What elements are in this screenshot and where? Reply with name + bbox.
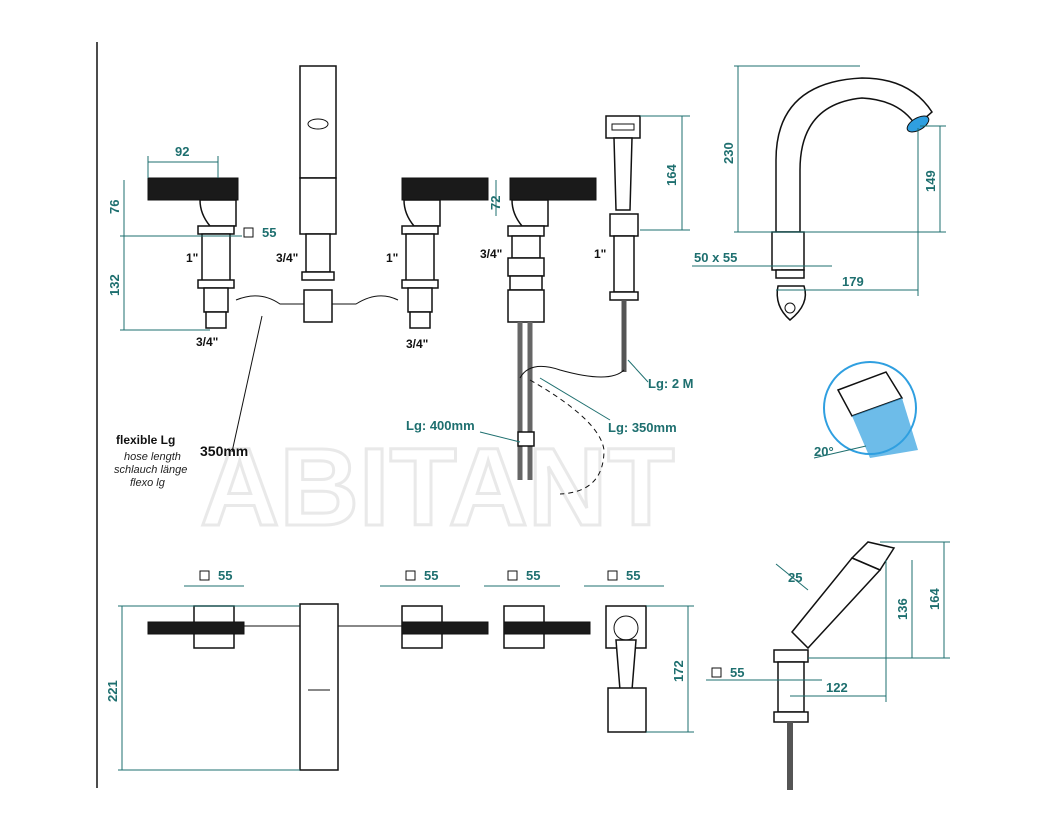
top-dim-55-2: 55 xyxy=(424,568,438,583)
dim-350mm: 350mm xyxy=(200,443,248,459)
dim-50x55: 50 x 55 xyxy=(694,250,737,265)
top-dim-55-1: 55 xyxy=(218,568,232,583)
front-view: 92 76 132 55 1" 3/4" 3/4" 1" 3/4" xyxy=(107,65,489,351)
dim-55-side: 55 xyxy=(730,665,744,680)
dim-132: 132 xyxy=(107,274,122,296)
thread-34-center: 3/4" xyxy=(276,251,298,265)
dim-164-front: 164 xyxy=(664,164,679,186)
dim-230: 230 xyxy=(721,142,736,164)
label-lg-350: Lg: 350mm xyxy=(608,420,677,435)
angle-20: 20° xyxy=(814,444,834,459)
top-dim-55-4: 55 xyxy=(626,568,640,583)
center-spout xyxy=(299,65,337,179)
dim-149: 149 xyxy=(923,170,938,192)
hose-note-title: flexible Lg xyxy=(116,433,175,447)
thread-34-right: 3/4" xyxy=(406,337,428,351)
spout-side-view: 230 149 50 x 55 179 xyxy=(692,65,946,321)
top-dim-55-3: 55 xyxy=(526,568,540,583)
dim-136: 136 xyxy=(895,598,910,620)
thread-34-mixer: 3/4" xyxy=(480,247,502,261)
hose-note-line3: flexo lg xyxy=(130,477,166,489)
hose-note-line2: schlauch länge xyxy=(114,464,187,476)
thread-1-left: 1" xyxy=(186,251,198,265)
top-view: 55 55 55 55 221 172 xyxy=(105,568,694,771)
left-handle xyxy=(147,177,239,201)
dim-diameter-25: 25 xyxy=(788,570,802,585)
hose-note-line1: hose length xyxy=(124,451,181,463)
hose-note: flexible Lg 350mm hose length schlauch l… xyxy=(114,315,263,489)
label-lg-2m: Lg: 2 M xyxy=(648,376,694,391)
label-lg-400: Lg: 400mm xyxy=(406,418,475,433)
dim-55-front: 55 xyxy=(262,225,276,240)
dim-179: 179 xyxy=(842,274,864,289)
thread-34-left: 3/4" xyxy=(196,335,218,349)
thread-1-right: 1" xyxy=(386,251,398,265)
right-handle xyxy=(401,177,489,201)
dim-164-side: 164 xyxy=(927,588,942,610)
shower-front-view: 72 3/4" 164 1" Lg: 2 M Lg: 350mm Lg: 400… xyxy=(406,115,694,495)
dim-172: 172 xyxy=(671,660,686,682)
dim-92: 92 xyxy=(175,144,189,159)
watermark: ABITANT xyxy=(200,426,675,549)
dim-72: 72 xyxy=(488,196,503,210)
dim-76: 76 xyxy=(107,200,122,214)
dim-122: 122 xyxy=(826,680,848,695)
thread-1-shower: 1" xyxy=(594,247,606,261)
aerator-detail: 20° xyxy=(813,361,918,459)
dim-221: 221 xyxy=(105,680,120,702)
shower-side-view: 25 136 164 55 122 xyxy=(706,541,950,790)
